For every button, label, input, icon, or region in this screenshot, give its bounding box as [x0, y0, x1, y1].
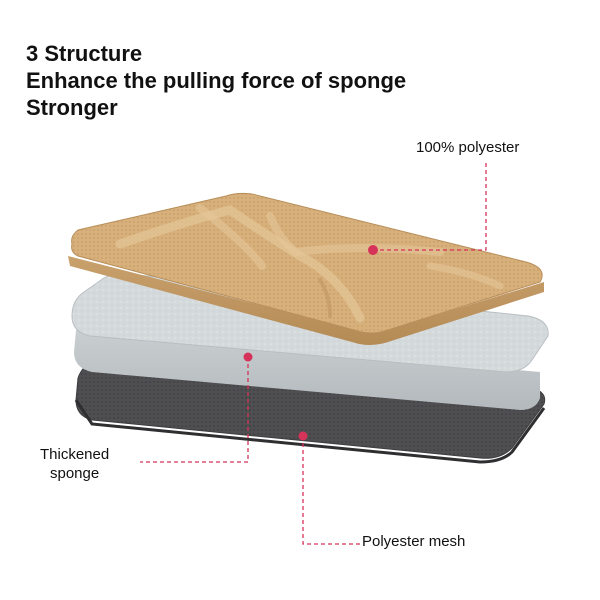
heading: 3 Structure Enhance the pulling force of… [26, 40, 406, 121]
leader-line-sponge [140, 352, 253, 463]
layer-polyester-top [68, 192, 544, 345]
leader-line-mesh [298, 431, 360, 545]
label-polyester: 100% polyester [416, 139, 520, 156]
leader-line-polyester [368, 160, 487, 255]
label-thickened-sponge: Thickened sponge [40, 445, 109, 483]
heading-line-2: Enhance the pulling force of sponge [26, 68, 407, 93]
label-sponge-line-2: sponge [50, 465, 100, 482]
label-sponge-line-1: Thickened [40, 446, 110, 463]
label-polyester-mesh: Polyester mesh [362, 533, 466, 550]
heading-line-1: 3 Structure [26, 41, 143, 66]
heading-line-3: Stronger [26, 95, 118, 120]
